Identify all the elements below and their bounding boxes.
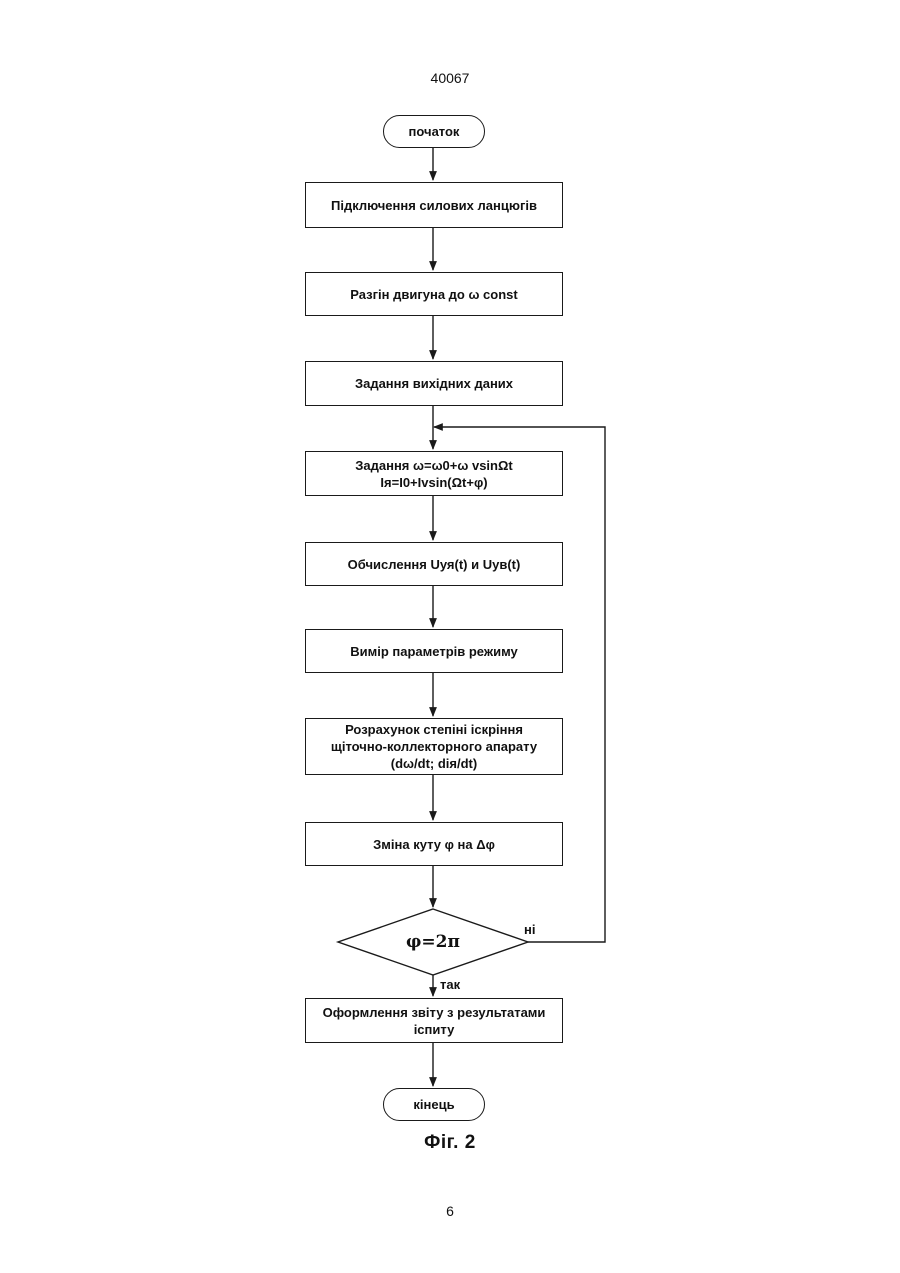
start-terminal: початок (383, 115, 485, 148)
step-4-line-1: Задання ω=ω0+ω vsinΩt (355, 457, 513, 474)
start-label: початок (409, 124, 460, 139)
step-set-omega-and-current: Задання ω=ω0+ω vsinΩt Iя=I0+Ivsin(Ωt+φ) (305, 451, 563, 496)
step-7-line-3: (dω/dt; diя/dt) (391, 755, 477, 772)
decision-condition: φ=2π (338, 929, 528, 955)
end-terminal: кінець (383, 1088, 485, 1121)
figure-caption: Фіг. 2 (0, 1132, 900, 1154)
step-3-line-1: Задання вихідних даних (355, 375, 513, 392)
step-1-line-1: Підключення силових ланцюгів (331, 197, 537, 214)
decision-no-label: ні (524, 922, 535, 937)
step-7-line-2: щіточно-коллекторного апарату (331, 738, 537, 755)
decision-yes-label: так (440, 977, 460, 992)
report-line-1: Оформлення звіту з результатами (323, 1004, 546, 1021)
step-calculate-voltages: Обчислення Uуя(t) и Uув(t) (305, 542, 563, 586)
step-measure-mode-parameters: Вимір параметрів режиму (305, 629, 563, 673)
step-write-report: Оформлення звіту з результатами іспиту (305, 998, 563, 1043)
step-6-line-1: Вимір параметрів режиму (350, 643, 518, 660)
report-line-2: іспиту (414, 1021, 455, 1038)
step-motor-acceleration: Разгін двигуна до ω const (305, 272, 563, 316)
step-set-initial-data: Задання вихідних даних (305, 361, 563, 406)
step-4-line-2: Iя=I0+Ivsin(Ωt+φ) (380, 474, 487, 491)
step-connect-power-circuits: Підключення силових ланцюгів (305, 182, 563, 228)
step-5-line-1: Обчислення Uуя(t) и Uув(t) (348, 556, 521, 573)
step-8-line-1: Зміна куту φ на Δφ (373, 836, 495, 853)
end-label: кінець (413, 1097, 454, 1112)
page-number: 6 (0, 1203, 900, 1219)
step-2-line-1: Разгін двигуна до ω const (350, 286, 517, 303)
step-sparking-calculation: Розрахунок степіні іскріння щіточно-колл… (305, 718, 563, 775)
step-7-line-1: Розрахунок степіні іскріння (345, 721, 523, 738)
step-change-angle: Зміна куту φ на Δφ (305, 822, 563, 866)
